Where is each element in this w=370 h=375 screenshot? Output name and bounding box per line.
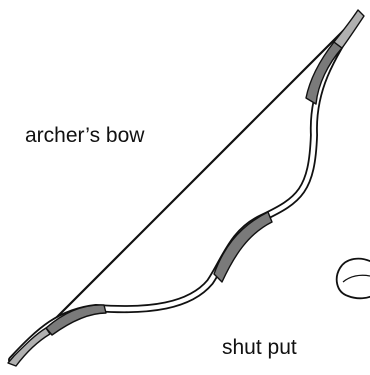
bow-middle-grip — [214, 212, 272, 282]
bow-lower-tip — [8, 328, 50, 366]
shot-put-shape — [337, 259, 370, 299]
archers-bow-label: archer’s bow — [25, 125, 144, 146]
shot-put-label: shut put — [222, 337, 297, 358]
bow-upper-tip — [334, 10, 364, 48]
bow-string — [12, 14, 360, 362]
